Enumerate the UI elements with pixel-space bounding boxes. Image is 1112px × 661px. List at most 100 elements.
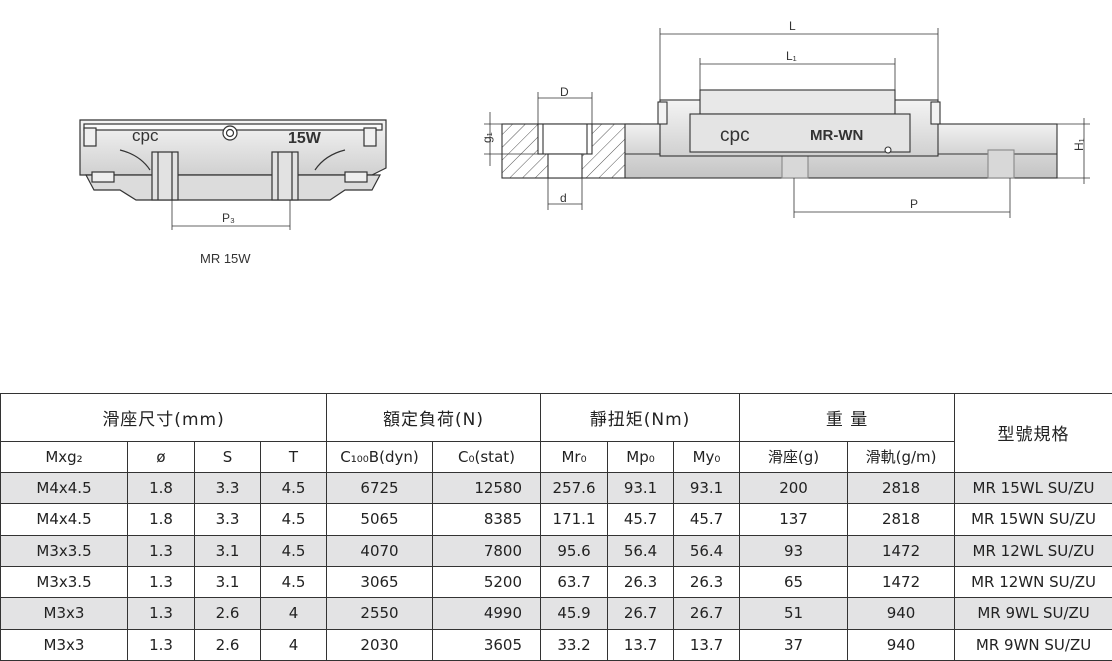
cell-mxg2: M3x3.5: [0, 565, 128, 599]
cell-model: MR 15WL SU/ZU: [954, 471, 1112, 505]
cell-t: 4: [259, 597, 328, 630]
cell-mxg2: M4x4.5: [0, 471, 128, 505]
cell-s: 3.1: [194, 534, 261, 567]
cell-model: MR 12WL SU/ZU: [954, 534, 1112, 567]
cell-mxg2: M3x3.5: [0, 534, 128, 567]
cell-dia: 1.8: [127, 471, 195, 505]
cell-model: MR 15WN SU/ZU: [954, 503, 1112, 536]
dim-p-label: P: [910, 197, 918, 211]
col-c100b: C₁₀₀B(dyn): [326, 440, 434, 473]
cell-mr0: 95.6: [540, 534, 609, 567]
dim-d-lower-label: d: [560, 191, 567, 205]
cell-c0: 7800: [432, 534, 542, 567]
group-header-row: 滑座尺寸(mm) 額定負荷(N) 靜扭矩(Nm) 重 量 型號規格: [0, 393, 1112, 473]
cell-s: 2.6: [194, 597, 261, 630]
cell-my0: 26.3: [673, 565, 741, 599]
cell-mxg2: M3x3: [0, 628, 128, 661]
col-slider-g: 滑座(g): [739, 440, 849, 473]
cell-mr0: 33.2: [540, 628, 609, 661]
dim-p3-label: P₃: [222, 211, 235, 225]
cell-rail-gm: 2818: [847, 503, 956, 536]
cell-slider-g: 93: [739, 534, 849, 567]
cell-s: 3.3: [194, 471, 261, 505]
cell-mp0: 56.4: [607, 534, 675, 567]
col-dia: ø: [127, 440, 195, 473]
cell-c100b: 3065: [326, 565, 434, 599]
cell-slider-g: 137: [739, 503, 849, 536]
cell-rail-gm: 1472: [847, 565, 956, 599]
front-size-mark: 15W: [288, 130, 322, 147]
table-row: M4x4.5 1.8 3.3 4.5 5065 8385 171.1 45.7 …: [0, 503, 1112, 536]
cell-mp0: 26.7: [607, 597, 675, 630]
side-dimension-lines: [484, 28, 1090, 218]
dim-l-label: L: [789, 19, 796, 33]
cell-dia: 1.3: [127, 534, 195, 567]
cell-slider-g: 37: [739, 628, 849, 661]
header-model: 型號規格: [954, 393, 1112, 473]
col-c0: C₀(stat): [432, 440, 542, 473]
cell-t: 4.5: [259, 534, 328, 567]
col-rail-gm: 滑軌(g/m): [847, 440, 956, 473]
cell-t: 4.5: [259, 503, 328, 536]
dim-g1-label: g₁: [480, 132, 494, 143]
side-brand-label: cpc: [720, 125, 750, 146]
cell-mr0: 257.6: [540, 471, 609, 505]
cell-dia: 1.3: [127, 597, 195, 630]
cell-slider-g: 65: [739, 565, 849, 599]
cell-c0: 4990: [432, 597, 542, 630]
cell-model: MR 9WN SU/ZU: [954, 628, 1112, 661]
cell-s: 2.6: [194, 628, 261, 661]
cell-model: MR 12WN SU/ZU: [954, 565, 1112, 599]
cell-dia: 1.8: [127, 503, 195, 536]
cell-c100b: 4070: [326, 534, 434, 567]
cell-mr0: 63.7: [540, 565, 609, 599]
technical-drawing: cpc 15W P₃ MR 15W: [79, 19, 1090, 266]
cell-model: MR 9WL SU/ZU: [954, 597, 1112, 630]
header-slider-size: 滑座尺寸(mm): [0, 393, 328, 442]
spec-table: 滑座尺寸(mm) 額定負荷(N) 靜扭矩(Nm) 重 量 型號規格 Mxg₂ ø…: [0, 393, 1112, 661]
dim-h1-label: H₁: [1072, 138, 1086, 151]
cell-t: 4.5: [259, 471, 328, 505]
table-row: M3x3.5 1.3 3.1 4.5 4070 7800 95.6 56.4 5…: [0, 534, 1112, 567]
cell-c0: 5200: [432, 565, 542, 599]
cell-c100b: 6725: [326, 471, 434, 505]
cell-my0: 45.7: [673, 503, 741, 536]
cell-s: 3.1: [194, 565, 261, 599]
header-static-torque: 靜扭矩(Nm): [540, 393, 741, 442]
table-row: M4x4.5 1.8 3.3 4.5 6725 12580 257.6 93.1…: [0, 471, 1112, 505]
cell-c0: 12580: [432, 471, 542, 505]
cell-mxg2: M3x3: [0, 597, 128, 630]
cell-t: 4.5: [259, 565, 328, 599]
front-view-caption: MR 15W: [200, 251, 251, 266]
cell-slider-g: 200: [739, 471, 849, 505]
cell-my0: 93.1: [673, 471, 741, 505]
cell-mr0: 171.1: [540, 503, 609, 536]
cell-t: 4: [259, 628, 328, 661]
cell-s: 3.3: [194, 503, 261, 536]
cell-dia: 1.3: [127, 628, 195, 661]
cell-mxg2: M4x4.5: [0, 503, 128, 536]
cell-mp0: 26.3: [607, 565, 675, 599]
side-series-mark: MR-WN: [810, 127, 863, 144]
dim-d-upper-label: D: [560, 85, 569, 99]
col-my0: My₀: [673, 440, 741, 473]
cell-c100b: 2030: [326, 628, 434, 661]
col-mxg2: Mxg₂: [0, 440, 128, 473]
cell-dia: 1.3: [127, 565, 195, 599]
cell-mp0: 13.7: [607, 628, 675, 661]
cell-mp0: 93.1: [607, 471, 675, 505]
cell-rail-gm: 2818: [847, 471, 956, 505]
cell-c100b: 5065: [326, 503, 434, 536]
col-t: T: [259, 440, 328, 473]
cell-my0: 56.4: [673, 534, 741, 567]
cell-mr0: 45.9: [540, 597, 609, 630]
cell-my0: 13.7: [673, 628, 741, 661]
side-view: [501, 89, 1058, 179]
cell-rail-gm: 1472: [847, 534, 956, 567]
dim-l1-label: L₁: [786, 49, 797, 63]
front-brand-label: cpc: [132, 126, 159, 145]
col-mp0: Mp₀: [607, 440, 675, 473]
cell-my0: 26.7: [673, 597, 741, 630]
header-rated-load: 額定負荷(N): [326, 393, 542, 442]
table-row: M3x3 1.3 2.6 4 2030 3605 33.2 13.7 13.7 …: [0, 628, 1112, 661]
